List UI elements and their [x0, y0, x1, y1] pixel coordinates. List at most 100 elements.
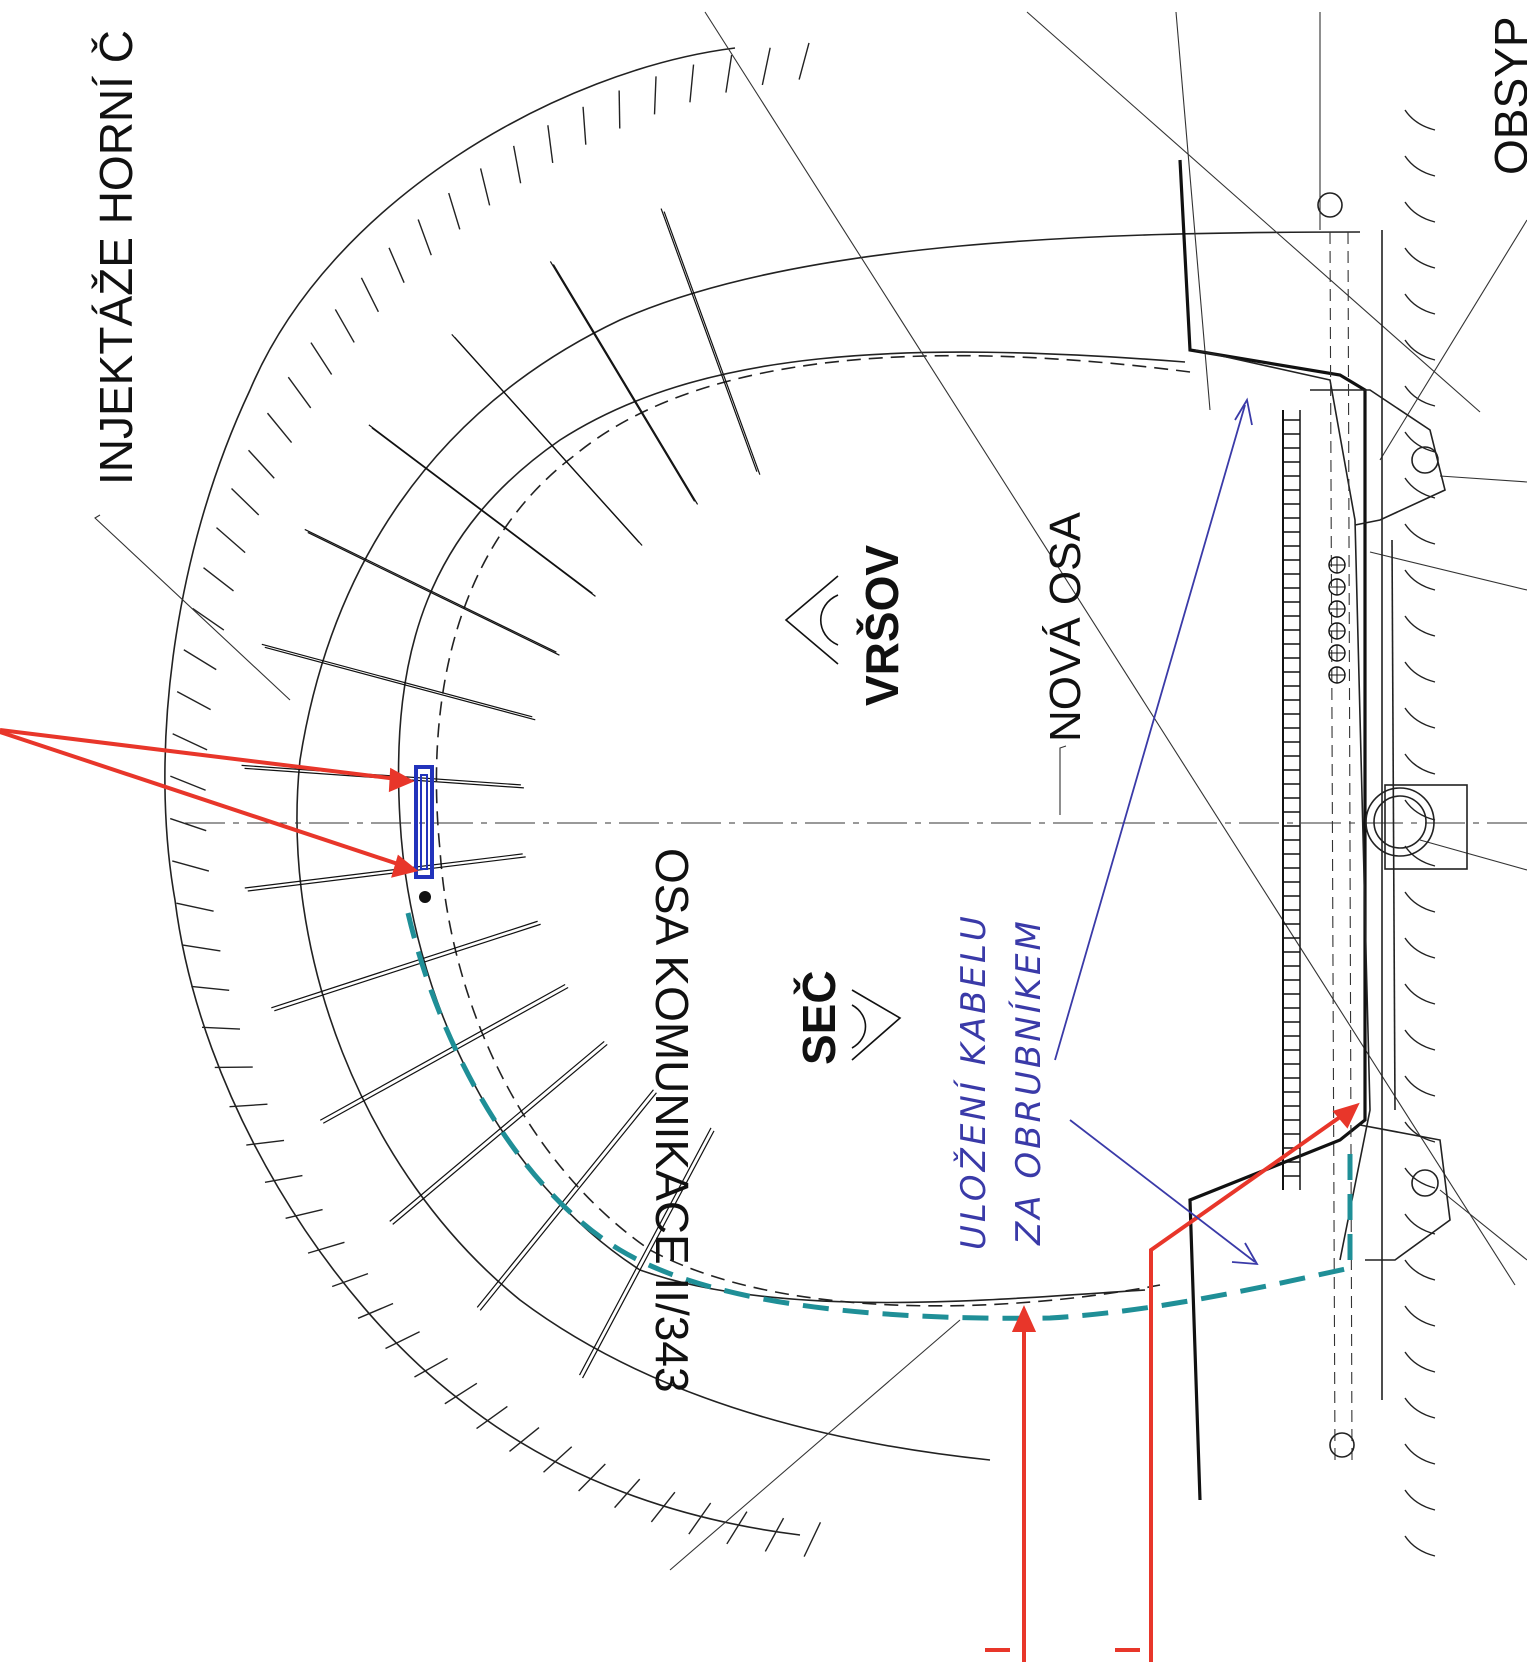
- hatch-tick: [543, 1446, 573, 1473]
- hatch-tick: [1404, 1351, 1436, 1373]
- hatch-tick: [1404, 661, 1436, 683]
- hatch-tick: [1404, 707, 1436, 729]
- hatch-tick: [688, 1502, 712, 1535]
- hatch-tick: [512, 145, 522, 184]
- hatch-tick: [582, 106, 587, 145]
- hatch-tick: [764, 1517, 785, 1552]
- rock-anchor: [660, 208, 761, 475]
- rock-anchor: [451, 333, 643, 546]
- leader-line: [1059, 745, 1067, 815]
- arch-arrow-icon: [784, 575, 839, 665]
- rock-anchor: [368, 424, 596, 597]
- hatch-tick: [1404, 1443, 1436, 1465]
- hatch-tick: [618, 90, 621, 129]
- rock-anchor: [579, 1127, 715, 1379]
- label-direction-vrsov: VRŠOV: [856, 545, 908, 706]
- cable-bundle: [1328, 556, 1346, 684]
- hatch-tick: [360, 277, 380, 313]
- hatch-tick: [1404, 1535, 1436, 1557]
- rock-anchor: [319, 984, 569, 1124]
- rock-anchor: [476, 1089, 657, 1311]
- final-lining-dashed: [435, 354, 1191, 1307]
- drain-pipe: [1411, 446, 1439, 474]
- hatch-tick: [1404, 1305, 1436, 1327]
- hatch-tick: [307, 1241, 345, 1254]
- rock-anchor: [271, 920, 541, 1012]
- rock-hatching: [169, 42, 1436, 1557]
- hatch-tick: [334, 309, 355, 343]
- hatch-tick: [761, 47, 771, 86]
- primary-lining-outer: [296, 231, 1361, 1461]
- rock-anchor: [389, 1040, 608, 1225]
- rock-anchor: [304, 528, 560, 656]
- construction-line: [1379, 219, 1527, 461]
- drain-pipe: [1411, 1169, 1439, 1197]
- handwritten-note-line1: ULOŽENÍ KABELU: [953, 913, 994, 1250]
- primary-lining-inner: [397, 351, 1186, 1304]
- road-pavement-structure: [1178, 159, 1451, 1501]
- hatch-tick: [1404, 1121, 1436, 1143]
- hatch-tick: [183, 649, 217, 671]
- hatch-tick: [331, 1272, 369, 1288]
- hatch-tick: [479, 168, 491, 206]
- construction-line: [1369, 551, 1527, 591]
- red-annotation-arrows: [0, 728, 1360, 1662]
- hatch-tick: [192, 607, 225, 631]
- hatch-tick: [203, 567, 234, 592]
- hatch-tick: [1404, 1397, 1436, 1419]
- hatch-tick: [509, 1427, 540, 1452]
- hatch-tick: [1404, 431, 1436, 453]
- central-manhole-box: [1384, 784, 1468, 870]
- handwritten-note-line2: ZA OBRUBNÍKEM: [1008, 918, 1049, 1246]
- drain-pipe: [1329, 1432, 1355, 1458]
- construction-line: [1026, 11, 1481, 413]
- hatch-tick: [1404, 753, 1436, 775]
- drain-pipe: [1317, 192, 1343, 218]
- drainage-ladder: [1282, 410, 1300, 1190]
- hatch-tick: [1404, 891, 1436, 913]
- label-new-axis: NOVÁ OSA: [1041, 512, 1090, 742]
- hatch-tick: [1404, 247, 1436, 269]
- rock-anchor: [244, 853, 526, 892]
- hatch-tick: [191, 985, 230, 992]
- hatch-tick: [1404, 339, 1436, 361]
- excavation-outer-boundary: [164, 47, 801, 1536]
- hatch-tick: [1404, 155, 1436, 177]
- hatch-tick: [650, 1491, 676, 1523]
- hatch-tick: [798, 42, 810, 80]
- construction-line: [1175, 11, 1211, 411]
- hatch-tick: [231, 487, 260, 516]
- hatch-tick: [578, 1463, 606, 1492]
- hatch-tick: [1404, 1213, 1436, 1235]
- label-injection-upper: INJEKTÁŽE HORNÍ Č: [90, 30, 142, 485]
- hatch-tick: [385, 1331, 420, 1350]
- hatch-tick: [172, 860, 210, 872]
- hatch-tick: [1404, 109, 1436, 131]
- hatch-tick: [357, 1302, 394, 1319]
- construction-line: [1439, 475, 1527, 483]
- label-direction-sec: SEČ: [793, 970, 845, 1065]
- hatch-tick: [689, 64, 695, 103]
- rock-anchor: [549, 261, 699, 505]
- hatch-tick: [201, 1026, 241, 1030]
- hatch-tick: [547, 125, 554, 164]
- central-manhole: [1373, 795, 1427, 849]
- hatch-tick: [1404, 983, 1436, 1005]
- hatch-tick: [726, 1511, 748, 1545]
- hatch-tick: [1404, 569, 1436, 591]
- construction-line: [1419, 839, 1527, 871]
- hatch-tick: [444, 1382, 478, 1405]
- hatch-tick: [653, 76, 657, 115]
- hatch-tick: [170, 775, 206, 791]
- hatch-tick: [287, 376, 312, 409]
- hatch-tick: [1404, 615, 1436, 637]
- hatch-tick: [1404, 1029, 1436, 1051]
- rock-anchors: [241, 208, 761, 1379]
- hatch-tick: [285, 1208, 323, 1220]
- construction-line: [1439, 1189, 1527, 1261]
- hatch-tick: [248, 449, 275, 479]
- construction-line: [669, 1319, 961, 1571]
- hatch-tick: [310, 342, 333, 375]
- hatch-tick: [176, 690, 211, 711]
